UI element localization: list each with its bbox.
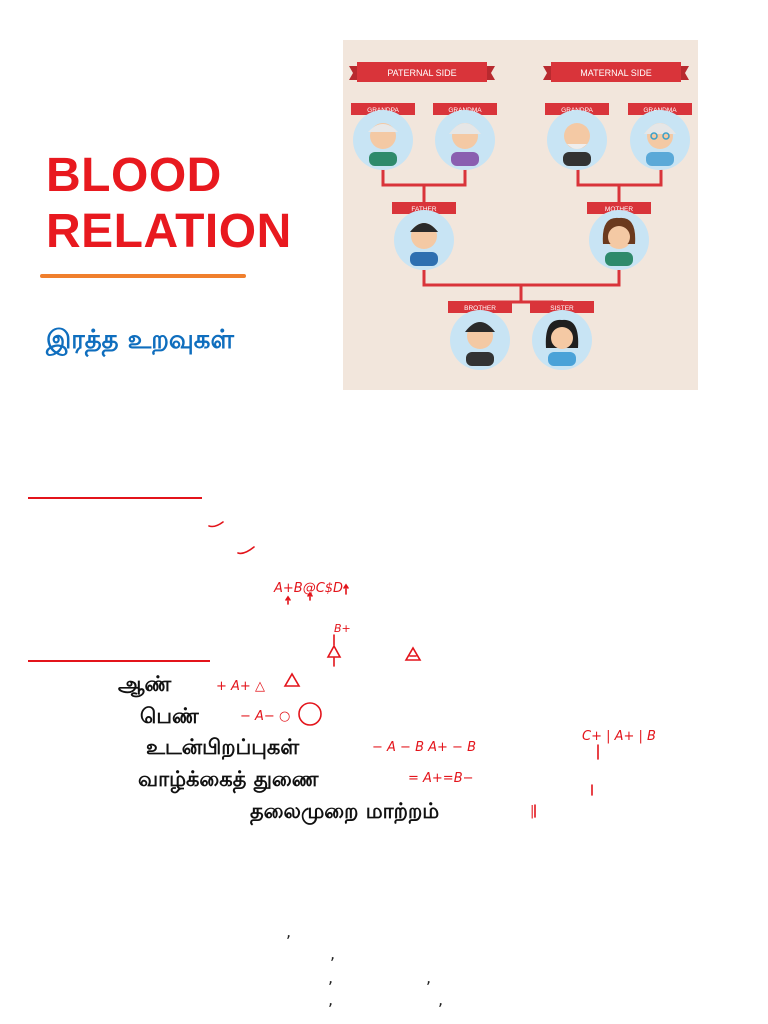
father-label: FATHER [411,206,436,213]
female-circle [298,702,322,726]
title-line-1: BLOOD [46,149,222,202]
term-siblings: உடன்பிறப்புகள் [146,735,300,759]
mother-avatar [589,210,649,270]
stray-mark: , [438,990,444,1009]
paternal-banner: PATERNAL SIDE [349,62,495,82]
male-triangle [283,672,301,687]
family-tree-illustration: PATERNAL SIDE MATERNAL SIDE GRANDPA GRAN… [343,40,698,390]
grandpa-maternal-avatar [547,110,607,170]
grandpa-paternal-avatar [353,110,413,170]
sister-label: SISTER [550,305,574,312]
right-chain-lines [591,744,599,796]
triangle-symbol-2 [404,646,422,661]
arrow-1 [285,595,291,605]
mother-label: MOTHER [605,206,633,213]
title-line-2: RELATION [46,205,292,258]
title-underline [40,274,246,278]
father-avatar [394,210,454,270]
triangle-symbol-1 [326,644,342,658]
stray-mark: , [328,968,334,987]
brother-label: BROTHER [464,305,496,312]
term-female: பெண் [140,704,199,728]
generation-symbol: | [530,804,534,819]
male-symbols: + A+ △ [216,679,265,694]
vertical-chain-top: B+ [334,622,351,635]
female-symbols: − A− ○ [240,709,290,724]
grandma-paternal-avatar [435,110,495,170]
stray-mark: , [426,968,432,987]
stray-mark: , [286,922,292,941]
family-tree-graphic: PATERNAL SIDE MATERNAL SIDE GRANDPA GRAN… [349,62,692,370]
arrow-2 [307,591,313,601]
term-generation: தலைமுறை மாற்றம் [250,799,440,823]
tick-mark-1 [208,521,224,528]
stray-mark: , [330,944,336,963]
term-spouse: வாழ்க்கைத் துணை [138,767,319,791]
red-underline-1 [28,497,202,499]
right-chain: C+ | A+ | B [582,729,656,744]
red-underline-2 [28,660,210,662]
subtitle: இரத்த உறவுகள் [46,325,234,355]
term-male: ஆண் [118,672,172,696]
brother-avatar [450,310,510,370]
siblings-symbols: − A − B A+ − B [372,740,476,755]
stray-mark: , [328,990,334,1009]
page-title: BLOOD RELATION [46,148,292,260]
tick-mark-2 [237,546,255,555]
maternal-label: MATERNAL SIDE [580,68,652,78]
paternal-label: PATERNAL SIDE [387,68,456,78]
spouse-symbols: = A+=B− [408,771,474,786]
maternal-banner: MATERNAL SIDE [543,62,689,82]
sister-avatar [532,310,592,370]
relation-example: A+B@C$D [273,581,343,596]
arrow-3 [343,583,349,595]
grandma-maternal-avatar [630,110,690,170]
